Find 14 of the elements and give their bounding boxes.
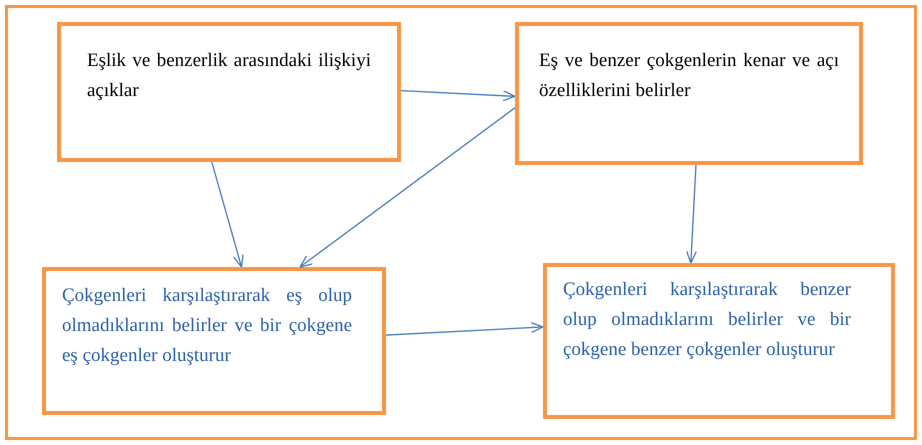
frame-box — [5, 5, 917, 440]
arrow — [686, 164, 698, 264]
objective-text: Çokgenleri karşılaştırarak benzer olup olmadıklarını belirler ve bir çokgene benzer çokgenler oluşturur — [563, 278, 851, 362]
arrow — [299, 107, 516, 268]
arrow — [400, 90, 516, 102]
objective-box — [543, 263, 895, 419]
objective-box — [515, 22, 863, 165]
objective-box — [57, 22, 401, 162]
objective-box — [42, 267, 386, 415]
arrow — [211, 162, 244, 268]
arrow — [386, 322, 544, 336]
objective-text: Eş ve benzer çokgenlerin kenar ve açı özelliklerini belirler — [539, 49, 839, 103]
objective-text: Çokgenleri karşılaştırarak eş olup olmadıklarını belirler ve bir çokgene eş çokgenler oluşturur — [62, 284, 352, 368]
objective-text: Eşlik ve benzerlik arasındaki ilişkiyi açıklar — [87, 49, 371, 103]
